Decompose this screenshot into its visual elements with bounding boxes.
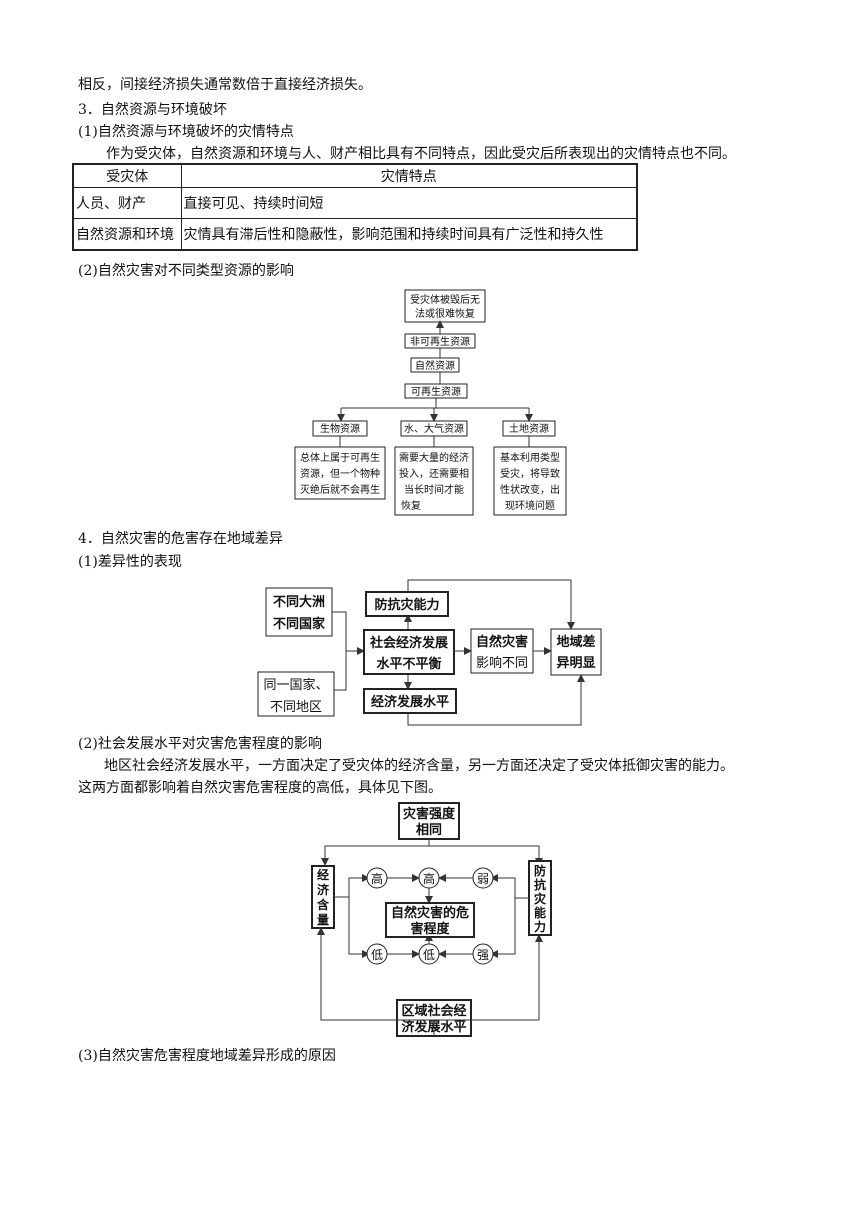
economic-content-char: 量	[317, 913, 329, 927]
left-to-high-line	[334, 874, 370, 898]
regional-diff-box	[550, 628, 602, 676]
subheading-3-1: (1)自然资源与环境破坏的灾情特点	[78, 124, 294, 140]
bio-desc-line: 总体上属于可再生	[300, 451, 380, 464]
table-header-cell: 受灾体	[72, 163, 182, 188]
land-desc-box	[493, 446, 567, 516]
bottom-to-left-line	[317, 927, 435, 1036]
low-label: 低	[423, 948, 435, 962]
same-intensity-line: 相同	[416, 822, 442, 838]
impact-line: 影响不同	[476, 655, 528, 671]
low-label: 低	[371, 948, 383, 962]
disaster-characteristics-table: 受灾体 灾情特点 人员、财产 直接可见、持续时间短 自然资源和环境 灾情具有滞后…	[72, 163, 638, 251]
top-to-left-line	[321, 839, 430, 866]
section-heading-4: 4．自然灾害的危害存在地域差异	[78, 531, 283, 547]
left-to-low-line	[348, 897, 370, 958]
paragraph-continuation: 相反，间接经济损失通常数倍于直接经济损失。	[78, 77, 372, 93]
nonrenewable-label: 非可再生资源	[410, 335, 470, 348]
natural-resource-label: 自然资源	[415, 359, 455, 372]
table-cell: 灾情具有滞后性和隐蔽性，影响范围和持续时间具有广泛性和持久性	[180, 218, 638, 251]
land-desc-line: 基本利用类型	[500, 451, 560, 464]
paragraph-4-2-b: 这两方面都影响着自然灾害危害程度的高低，具体见下图。	[78, 780, 442, 796]
table-cell: 直接可见、持续时间短	[180, 187, 638, 219]
economic-content-char: 含	[317, 897, 330, 912]
unrecoverable-box	[404, 289, 486, 323]
continents-line: 不同国家	[273, 616, 326, 632]
land-desc-line: 受灾，将导致	[500, 467, 560, 480]
renewable-label: 可再生资源	[411, 385, 461, 398]
water-air-label: 水、大气资源	[404, 422, 464, 435]
natural-resource-box	[410, 357, 460, 373]
severity-center-line: 自然灾害的危	[391, 905, 469, 921]
same-country-line: 不同地区	[270, 700, 322, 715]
economic-content-char: 经	[317, 867, 329, 882]
bottom-to-right-line	[434, 934, 543, 1021]
regional-development-line: 区域社会经	[401, 1003, 466, 1019]
paragraph-4-2-a: 地区社会经济发展水平，一方面决定了受灾体的经济含量，另一方面还决定了受灾体抵御灾…	[104, 758, 734, 774]
disaster-resistance-char: 力	[534, 919, 546, 934]
high-label: 高	[371, 871, 383, 886]
subheading-4-2: (2)社会发展水平对灾害危害程度的影响	[78, 736, 322, 752]
water-desc-line: 投入，还需要相	[399, 467, 469, 480]
bio-resource-label: 生物资源	[320, 422, 360, 435]
ability-to-diff-line	[407, 579, 575, 630]
same-country-box	[257, 671, 335, 717]
unrecoverable-line1: 受灾体被毁后无	[410, 293, 480, 306]
impact-line: 自然灾害	[476, 634, 528, 650]
table-header-row: 受灾体 灾情特点	[72, 163, 638, 188]
disaster-ability-box	[365, 591, 449, 617]
subheading-3-2: (2)自然灾害对不同类型资源的影响	[78, 263, 294, 279]
disaster-resistance-char: 能	[534, 905, 546, 920]
subheading-4-3: (3)自然灾害危害程度地域差异形成的原因	[78, 1048, 336, 1064]
top-to-right-line	[429, 845, 543, 866]
high-label: 高	[423, 871, 435, 886]
uneven-line: 水平不平衡	[376, 656, 441, 672]
same-intensity-line: 灾害强度	[403, 806, 456, 822]
section-heading-3: 3．自然资源与环境破坏	[78, 102, 227, 118]
water-desc-box	[394, 446, 474, 516]
weak-label: 弱	[477, 872, 489, 886]
table-row: 人员、财产 直接可见、持续时间短	[72, 187, 638, 219]
land-desc-line: 性状改变，出	[500, 483, 560, 496]
same-intensity-box	[398, 802, 460, 840]
impact-box	[470, 628, 534, 674]
uneven-development-box	[363, 629, 455, 675]
disaster-resistance-char: 防	[534, 863, 546, 878]
disaster-resistance-char: 灾	[534, 891, 547, 906]
continents-box	[265, 587, 333, 637]
economic-level-box	[363, 688, 457, 714]
table-row: 自然资源和环境 灾情具有滞后性和隐蔽性，影响范围和持续时间具有广泛性和持久性	[72, 218, 638, 251]
bio-desc-line: 灭绝后就不会再生	[300, 483, 380, 496]
severity-center-box	[385, 902, 475, 938]
uneven-line: 社会经济发展	[369, 635, 449, 651]
water-desc-line: 恢复	[401, 499, 421, 512]
paragraph-3-1: 作为受灾体，自然资源和环境与人、财产相比具有不同特点，因此受灾后所表现出的灾情特…	[106, 146, 736, 162]
regional-development-box	[396, 999, 472, 1037]
land-resource-label: 土地资源	[509, 422, 549, 435]
severity-center-line: 害程度	[410, 921, 450, 937]
regional-diff-line: 地域差	[556, 634, 595, 650]
disaster-resistance-char: 抗	[534, 877, 546, 892]
table-cell: 人员、财产	[72, 187, 182, 219]
bio-desc-box	[294, 446, 386, 500]
same-country-line: 同一国家、	[263, 677, 328, 693]
right-to-strong-line	[490, 898, 516, 958]
subheading-4-1: (1)差异性的表现	[78, 554, 182, 570]
strong-label: 强	[477, 948, 489, 962]
right-to-weak-line	[490, 874, 529, 899]
water-desc-line: 当长时间才能	[404, 483, 464, 496]
bio-desc-line: 资源，但一个物种	[300, 467, 380, 480]
unrecoverable-line2: 法或很难恢复	[415, 307, 475, 320]
economic-content-char: 济	[317, 882, 330, 897]
econ-to-diff-line	[407, 674, 585, 726]
continents-line: 不同大洲	[273, 594, 325, 610]
economic-level-label: 经济发展水平	[371, 694, 449, 710]
water-desc-line: 需要大量的经济	[399, 451, 469, 464]
disaster-ability-label: 防抗灾能力	[374, 597, 439, 613]
table-cell: 自然资源和环境	[72, 218, 182, 251]
regional-diff-line: 异明显	[556, 656, 595, 671]
land-desc-line: 现环境问题	[505, 499, 555, 512]
